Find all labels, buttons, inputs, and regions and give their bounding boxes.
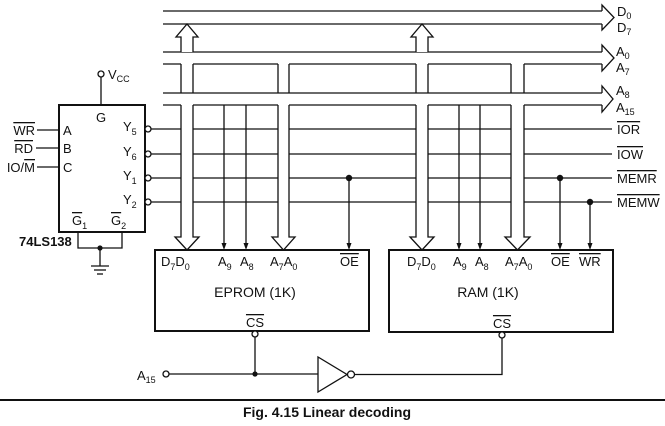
eprom-oe-line <box>345 174 353 250</box>
eprom-a8-label: A8 <box>240 254 254 272</box>
y5-bubble-icon <box>144 125 152 133</box>
ram-a9-label: A9 <box>453 254 467 272</box>
ram-title: RAM (1K) <box>457 284 518 300</box>
decoder-part-number: 74LS138 <box>19 234 72 249</box>
eprom-a8-line <box>243 105 249 250</box>
eprom-chip: D7D0 A9 A8 A7A0 OE EPROM (1K) CS <box>154 249 370 338</box>
pin-b-label: B <box>63 141 72 156</box>
eprom-oe-label: OE <box>340 254 359 269</box>
pin-a-label: A <box>63 123 72 138</box>
data-bus-label-start: D0 <box>617 4 631 21</box>
eprom-data-up-arrow-icon <box>174 22 200 52</box>
address-low-bus-label-start: A0 <box>616 44 630 61</box>
ram-oe-line <box>556 174 564 250</box>
pin-c-label: C <box>63 160 72 175</box>
g1-label: G1 <box>72 213 87 231</box>
a15-label: A15 <box>137 368 156 385</box>
ram-wr-label: WR <box>579 254 601 269</box>
wr-input-label: WR <box>13 123 35 138</box>
ram-a8-label: A8 <box>475 254 489 272</box>
iow-label: IOW <box>617 147 644 162</box>
chip-select-logic: A15 <box>137 337 503 394</box>
eprom-cs-label: CS <box>246 315 264 330</box>
ram-chip: D7D0 A9 A8 A7A0 OE WR RAM (1K) CS <box>388 249 614 339</box>
data-bus <box>163 3 615 32</box>
ram-a9-line <box>456 105 462 250</box>
eprom-cs-bubble-icon <box>251 330 259 338</box>
y1-bubble-icon <box>144 174 152 182</box>
address-high-bus <box>163 84 614 114</box>
ram-a8-line <box>477 105 483 250</box>
ground-icon <box>91 265 109 275</box>
vcc-terminal-icon <box>97 70 105 78</box>
control-lines <box>151 128 612 203</box>
y1-label: Y1 <box>123 168 137 186</box>
eprom-data-pins-label: D7D0 <box>161 254 190 272</box>
bus-vertical-segments <box>180 64 525 93</box>
decoder-74ls138: VCC G WR RD IO/M A B C Y5 Y6 Y1 Y2 G1 G2… <box>7 67 152 275</box>
address-low-bus <box>163 43 615 73</box>
ram-address-pins-label: A7A0 <box>505 254 532 272</box>
y2-label: Y2 <box>123 192 137 210</box>
address-high-bus-arrow-icon <box>601 84 614 114</box>
inverter-icon <box>317 355 349 394</box>
memr-label: MEMR <box>617 171 657 186</box>
ram-cs-label: CS <box>493 316 511 331</box>
address-low-bus-arrow-icon <box>601 43 615 73</box>
eprom-a9-label: A9 <box>218 254 232 272</box>
ram-data-up-arrow-icon <box>409 22 435 52</box>
address-high-bus-label-start: A8 <box>616 83 630 100</box>
g2-label: G2 <box>111 213 126 231</box>
y2-bubble-icon <box>144 198 152 206</box>
address-low-bus-label-end: A7 <box>616 60 630 77</box>
ram-wr-line <box>586 198 594 250</box>
data-bus-label-end: D7 <box>617 20 631 37</box>
memw-label: MEMW <box>617 195 660 210</box>
y6-bubble-icon <box>144 150 152 158</box>
inverter-bubble-icon <box>346 370 356 379</box>
ram-data-pins-label: D7D0 <box>407 254 436 272</box>
vcc-label: VCC <box>108 67 130 84</box>
ior-label: IOR <box>617 122 640 137</box>
rd-input-label: RD <box>14 141 33 156</box>
ram-oe-label: OE <box>551 254 570 269</box>
a15-terminal-icon <box>162 370 170 378</box>
eprom-a9-line <box>221 105 227 250</box>
address-high-bus-label-end: A15 <box>616 100 635 117</box>
io-m-input-label: IO/M <box>7 160 35 175</box>
decoder-enable-g-label: G <box>96 110 106 125</box>
figure-caption: Fig. 4.15 Linear decoding <box>243 404 411 420</box>
data-bus-arrow-icon <box>601 3 615 32</box>
ram-cs-bubble-icon <box>498 331 506 339</box>
y6-label: Y6 <box>123 144 137 162</box>
y5-label: Y5 <box>123 119 137 137</box>
eprom-title: EPROM (1K) <box>214 284 296 300</box>
eprom-address-pins-label: A7A0 <box>270 254 297 272</box>
